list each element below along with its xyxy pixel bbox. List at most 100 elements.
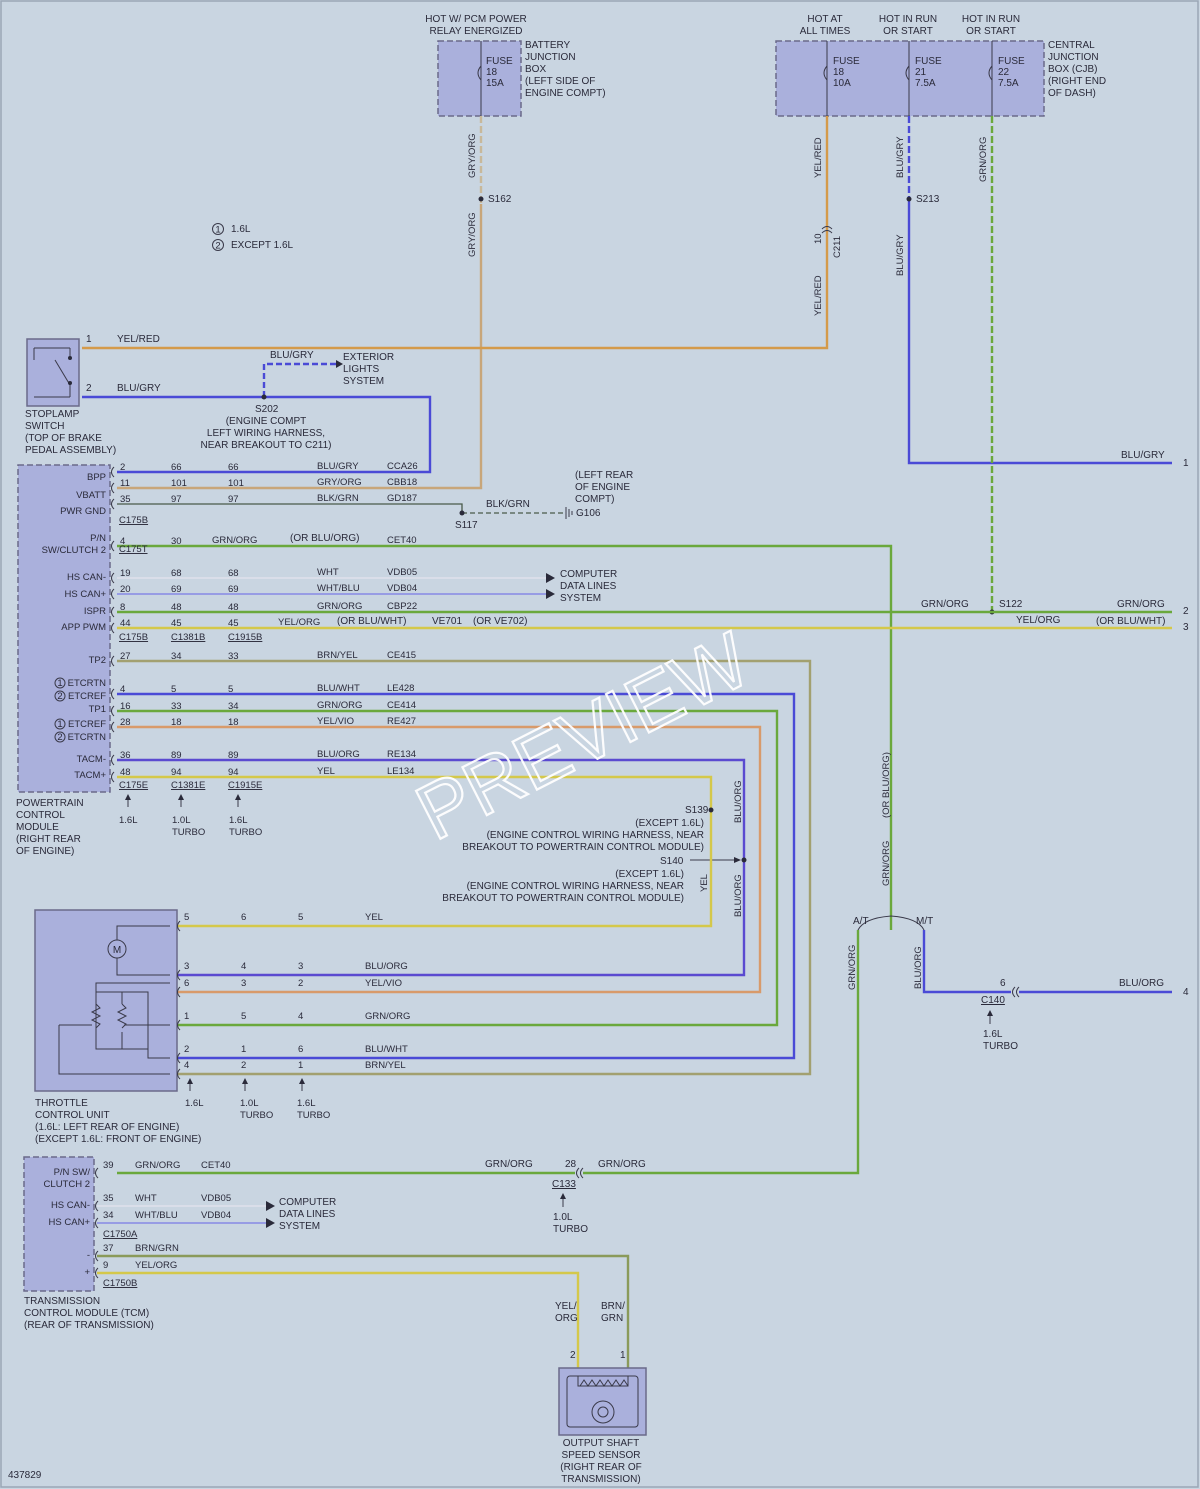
c140-label: C140 <box>981 995 1005 1006</box>
tcm-circuit: VDB05 <box>201 1193 231 1204</box>
wire-grn-org-pnsw <box>117 544 1172 1179</box>
yel-org-sensor: YEL/ORG <box>555 1301 578 1324</box>
pcm-circuit: CET40 <box>387 535 417 546</box>
pcm-wire-color: WHT <box>317 567 339 578</box>
pcm-signal: ETCRTN <box>68 678 106 689</box>
pcm-variant-note: 1.6L <box>119 815 138 826</box>
pcm-pin: 2 <box>120 462 125 473</box>
pcm-signal: BPP <box>87 472 106 483</box>
throttle-pin: 3 <box>184 961 189 972</box>
tcm-circuit: CET40 <box>201 1160 231 1171</box>
tcm-wire-color: YEL/ORG <box>135 1260 177 1271</box>
grn-org-vert-at: GRN/ORG <box>881 841 892 886</box>
pcm-pin-c3: 94 <box>228 767 239 778</box>
pcm-circuit: RE134 <box>387 749 416 760</box>
tcm-wire-color: WHT/BLU <box>135 1210 178 1221</box>
pcm-pin-c2: 30 <box>171 536 182 547</box>
throttle-pin: 6 <box>184 978 189 989</box>
pcm-pin-c3: 5 <box>228 684 233 695</box>
splice-s213: S213 <box>916 194 940 205</box>
throttle-wire-color: YEL <box>365 912 383 923</box>
pcm-wire-color: BLU/WHT <box>317 683 360 694</box>
pcm-conn-c175t: C175T <box>119 544 148 555</box>
pcm-pin-c2: 34 <box>171 651 182 662</box>
pcm-pin-c3: 101 <box>228 478 244 489</box>
or-blu-org-vert: (OR BLU/ORG) <box>881 752 892 818</box>
wire-blu-gry-edge1 <box>906 116 1172 465</box>
edge-label-1: 1 <box>1183 458 1189 469</box>
tcm-box <box>23 1156 95 1292</box>
pcm-signal: VBATT <box>76 490 106 501</box>
blu-org-vert-2: BLU/ORG <box>733 874 744 917</box>
stoplamp-switch: 1 2 <box>26 334 92 407</box>
tcm-pin: 35 <box>103 1193 114 1204</box>
throttle-pin-c2: 5 <box>241 1011 246 1022</box>
pcm-pin-c3: 33 <box>228 651 239 662</box>
pcm-wire-color: YEL/VIO <box>317 716 354 727</box>
pcm-conn-c: C1915E <box>228 780 262 791</box>
pcm-signal: TP2 <box>89 655 106 666</box>
pcm-pin: 35 <box>120 494 131 505</box>
pcm-pin: 48 <box>120 767 131 778</box>
legend-item-1: 1.6L <box>231 224 251 235</box>
c140-pin: 6 <box>1000 978 1006 989</box>
sensor-pin1: 1 <box>620 1350 626 1361</box>
splice-s140-desc: (EXCEPT 1.6L)(ENGINE CONTROL WIRING HARN… <box>442 869 684 904</box>
pcm-circuit: LE134 <box>387 766 414 777</box>
pcm-circuit: VDB04 <box>387 583 417 594</box>
diagram-id: 437829 <box>8 1470 42 1481</box>
tcm-pin: 9 <box>103 1260 108 1271</box>
pcm-pin: 20 <box>120 584 131 595</box>
pcm-conn-b: C175B <box>119 632 148 643</box>
pcm-pin-c3: 68 <box>228 568 239 579</box>
grn-org-c133-right: GRN/ORG <box>598 1159 646 1170</box>
tcm-conn-b: C1750B <box>103 1278 137 1289</box>
pcm-signal: P/N <box>90 533 106 544</box>
pcm-pin-c3: 48 <box>228 602 239 613</box>
svg-text:2: 2 <box>215 241 220 252</box>
edge-label-4: 4 <box>1183 987 1189 998</box>
blu-gry-right: BLU/GRY <box>1121 450 1165 461</box>
pcm-pin-c2: 66 <box>171 462 182 473</box>
pcm-circuit: CBB18 <box>387 477 417 488</box>
wire-tp1-yel-vio <box>117 725 762 994</box>
pcm-circuit: CCA26 <box>387 461 418 472</box>
pcm-circuit: CBP22 <box>387 601 417 612</box>
splice-s140: S140 <box>660 856 684 867</box>
tcm-signal: HS CAN- <box>51 1200 90 1211</box>
gry-org-vert-2: GRY/ORG <box>467 212 478 257</box>
throttle-wire-color: BLU/WHT <box>365 1044 408 1055</box>
throttle-pin-c3: 1 <box>298 1060 303 1071</box>
tcm-signal: P/N SW/CLUTCH 2 <box>44 1167 91 1190</box>
pcm-pin-c2: 33 <box>171 701 182 712</box>
brn-grn-sensor: BRN/GRN <box>601 1301 625 1324</box>
blu-org-vert-1: BLU/ORG <box>733 780 744 823</box>
pcm-pin-c2: 69 <box>171 584 182 595</box>
grn-org-c133-left: GRN/ORG <box>485 1159 533 1170</box>
throttle-pin-c2: 4 <box>241 961 246 972</box>
pcm-circuit: CE415 <box>387 650 416 661</box>
variant-marker: 1 <box>57 719 62 730</box>
pcm-wire-color: GRN/ORG <box>317 601 362 612</box>
wire-tcm-sensor <box>97 1254 630 1368</box>
throttle-pin-c3: 3 <box>298 961 303 972</box>
pcm-box <box>17 464 111 793</box>
gry-org-vert-1: GRY/ORG <box>467 133 478 178</box>
pcm-pin-c2: 97 <box>171 494 182 505</box>
throttle-wire-color: BRN/YEL <box>365 1060 406 1071</box>
yel-vert: YEL <box>699 874 710 892</box>
pcm-signal: TACM+ <box>74 770 106 781</box>
variant-marker: 2 <box>57 732 62 743</box>
pcm-wire-color: GRN/ORG <box>212 535 257 546</box>
